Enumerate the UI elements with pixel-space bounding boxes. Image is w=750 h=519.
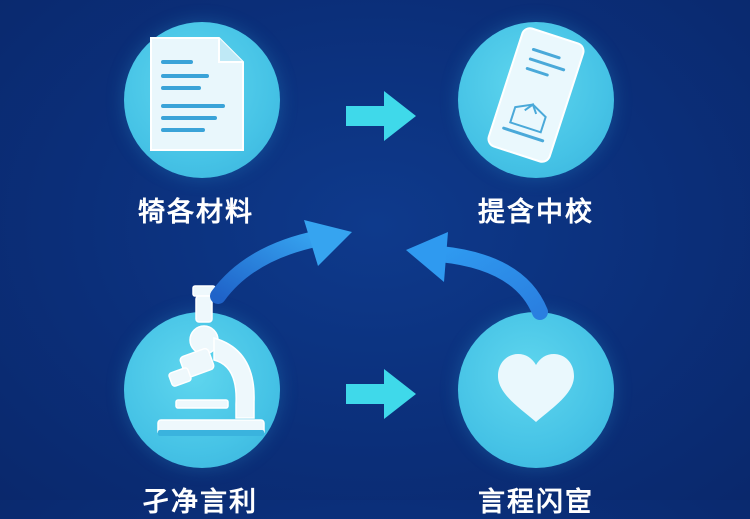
step-4-circle bbox=[458, 312, 614, 468]
step-1-circle bbox=[124, 22, 280, 178]
microscope-icon bbox=[157, 285, 265, 436]
process-diagram: 犄各材料 提含中校 孑净言利 言程闪宦 bbox=[124, 22, 614, 468]
step-2-circle bbox=[458, 22, 614, 178]
application-card-icon bbox=[487, 27, 585, 163]
step-3-circle bbox=[124, 312, 280, 468]
document-icon bbox=[150, 37, 244, 151]
step-1-label: 犄各材料 bbox=[138, 197, 254, 228]
curved-arrow-up-right bbox=[210, 230, 328, 304]
connector-arrows bbox=[210, 91, 548, 419]
heart-icon bbox=[498, 354, 574, 422]
arrow-right-top bbox=[346, 91, 416, 141]
arrow-right-bottom bbox=[346, 369, 416, 419]
curved-arrow-up-left bbox=[432, 246, 548, 320]
step-2-label: 提含中校 bbox=[478, 197, 594, 228]
